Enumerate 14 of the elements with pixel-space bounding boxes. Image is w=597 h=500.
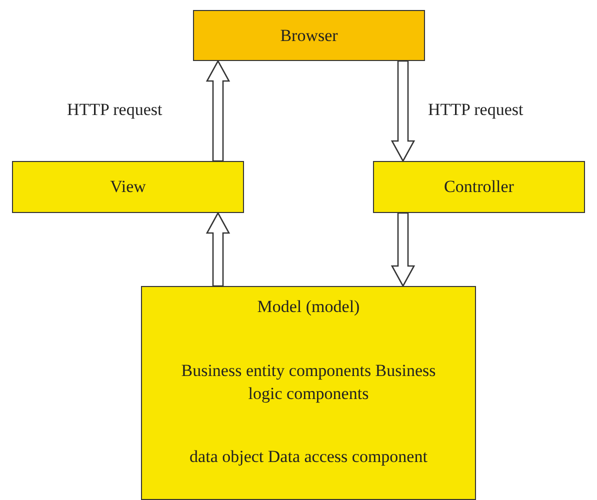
process-box [373, 161, 585, 213]
process-box [12, 161, 244, 213]
block-arrow [390, 60, 416, 162]
node-text: data object Data access component [188, 446, 428, 468]
process-box [141, 286, 476, 500]
block-arrow [390, 212, 416, 288]
node-text: Browser [279, 25, 339, 47]
block-arrow [206, 60, 230, 162]
process-box [193, 10, 425, 61]
node-text: Model (model) [256, 296, 361, 318]
node-text: Controller [443, 176, 515, 198]
node-text: View [109, 176, 147, 198]
node-text: Business entity components Business logic components [180, 360, 437, 405]
block-arrow [206, 212, 230, 287]
